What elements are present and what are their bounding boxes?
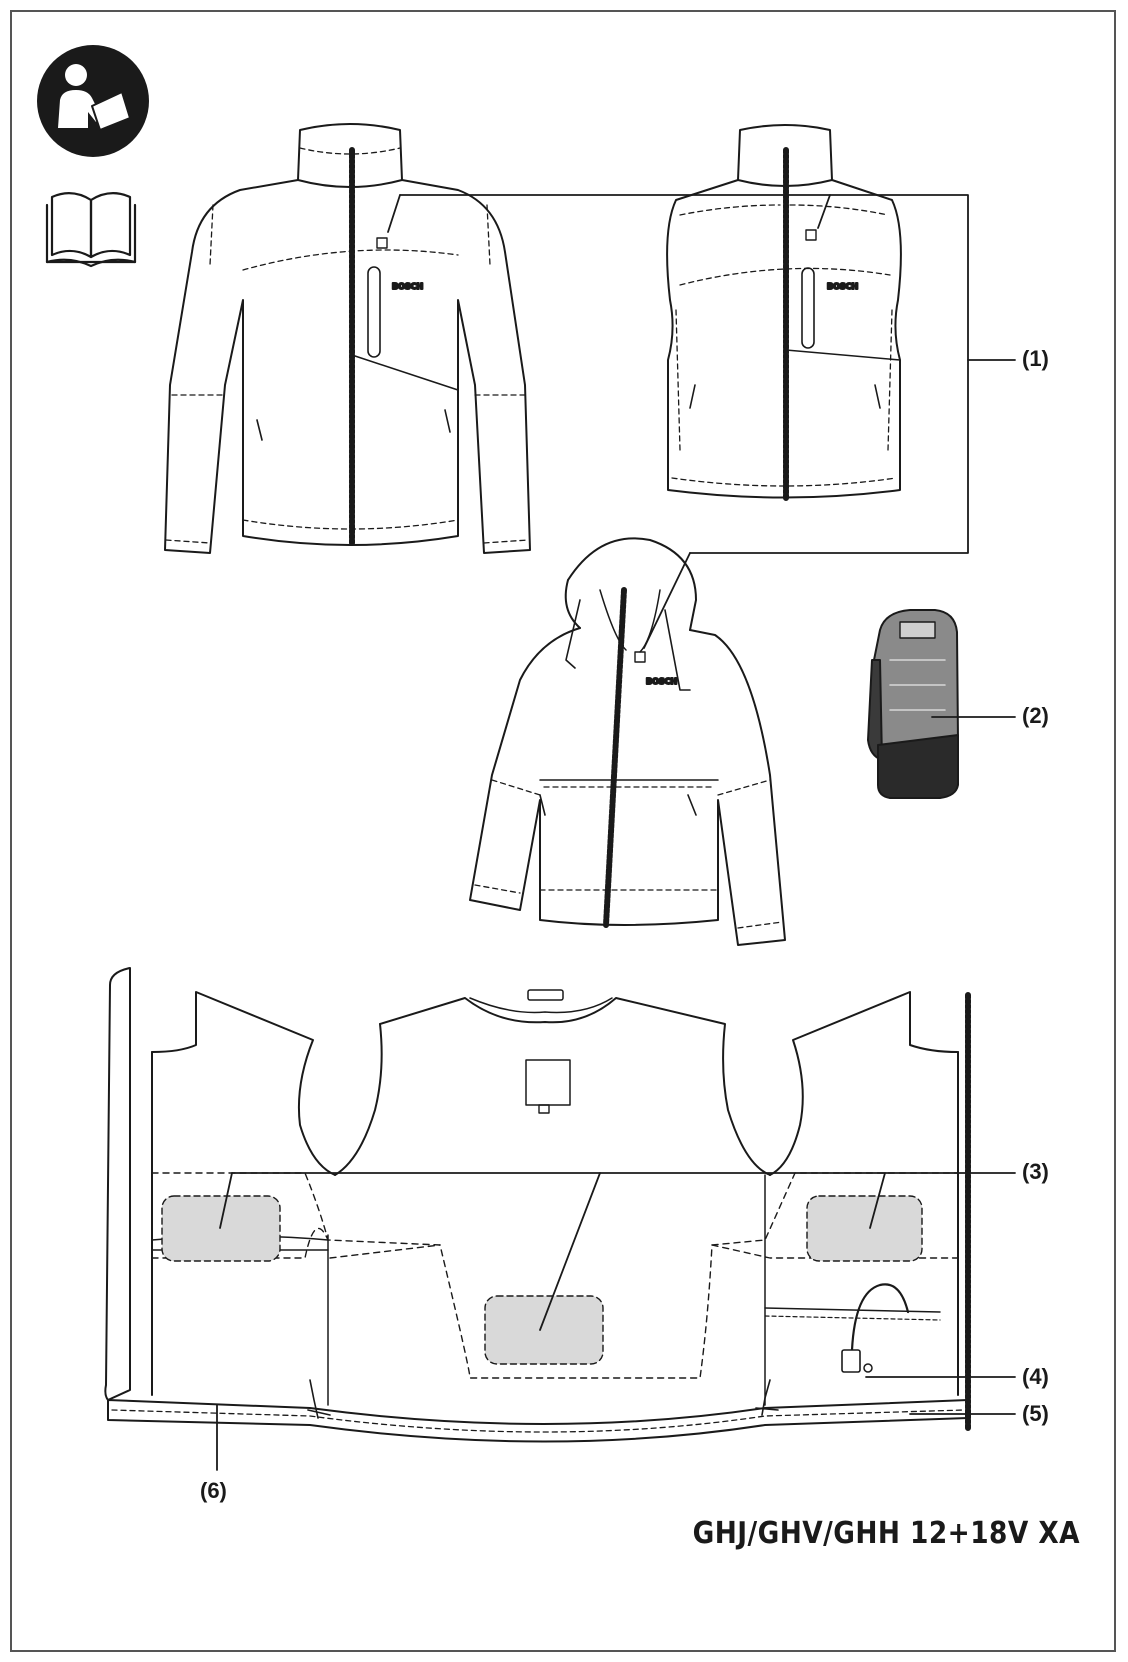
callout-1-leader — [387, 194, 1016, 649]
callout-1-label: (1) — [1022, 346, 1049, 371]
garment-interior-layout — [104, 967, 971, 1443]
vest-brand-mark: BOSCH — [827, 282, 858, 291]
callout-5-label: (5) — [1022, 1401, 1049, 1426]
hoodie-brand-mark: BOSCH — [646, 677, 677, 686]
jacket-brand-mark: BOSCH — [392, 282, 423, 291]
read-manual-icon — [37, 45, 149, 157]
open-book-icon — [45, 192, 137, 268]
callout-3-leader — [219, 1172, 1016, 1331]
page-frame — [10, 10, 1116, 1652]
callout-6-label: (6) — [200, 1478, 227, 1503]
callout-2-label: (2) — [1022, 703, 1049, 728]
heated-jacket-illustration — [164, 123, 531, 554]
battery-pack-illustration — [867, 609, 959, 799]
heated-vest-illustration — [666, 124, 902, 503]
callout-4-label: (4) — [1022, 1364, 1049, 1389]
model-designation: GHJ/GHV/GHH 12+18V XA — [692, 1516, 1080, 1551]
heated-hoodie-illustration — [469, 537, 786, 946]
callout-3-label: (3) — [1022, 1159, 1049, 1184]
